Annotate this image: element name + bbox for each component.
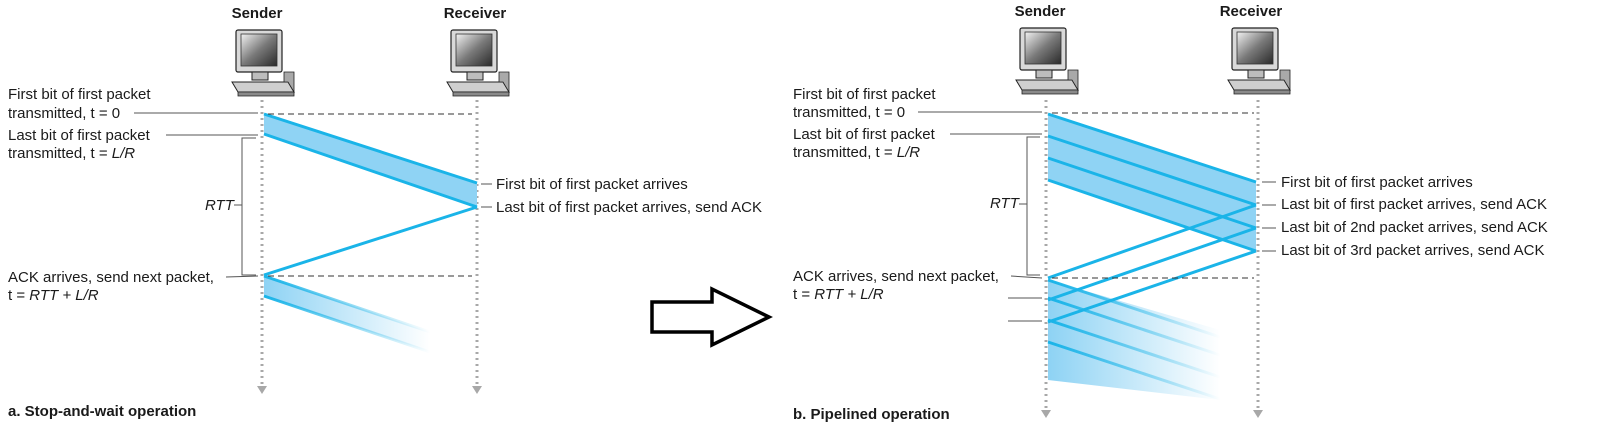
- packet-1-last-bit-line: [1047, 134, 1257, 207]
- ack-leader: [225, 275, 259, 278]
- last-bit-time-label: transmitted, t = L/R: [8, 145, 135, 162]
- first-bit-arrives-label: First bit of first packet arrives: [496, 176, 688, 193]
- ack-arrives-label: ACK arrives, send next packet,: [8, 269, 214, 286]
- next-packet-top-line: [263, 274, 431, 334]
- computer-icon: [1227, 27, 1291, 95]
- ack-2-line: [1047, 226, 1257, 302]
- first-bit-label: First bit of first packet: [8, 86, 151, 103]
- receiver-header: Receiver: [1220, 3, 1283, 20]
- first-bit-time-label: transmitted, t = 0: [793, 104, 905, 121]
- sender-timeline-arrowhead: [257, 386, 267, 394]
- rtt-label: RTT: [205, 197, 236, 214]
- sender-timeline-arrowhead: [1041, 410, 1051, 418]
- last-bit-arrives-label: Last bit of first packet arrives, send A…: [496, 199, 762, 216]
- packet-3-band: [1048, 158, 1256, 251]
- panel-a: Sender Receiver First bit of first packe…: [8, 5, 762, 420]
- next-packets-band: [1048, 280, 1220, 400]
- receiver-timeline-arrowhead: [472, 386, 482, 394]
- ack-time-label: t = RTT + L/R: [793, 286, 884, 303]
- caption-a: a. Stop-and-wait operation: [8, 403, 196, 420]
- first-bit-arrives-label: First bit of first packet arrives: [1281, 174, 1473, 191]
- ack-arrives-label: ACK arrives, send next packet,: [793, 268, 999, 285]
- right-arrow-icon: [650, 286, 773, 348]
- caption-b: b. Pipelined operation: [793, 406, 950, 423]
- packet-first-bit-line: [263, 112, 478, 185]
- receiver-timeline-arrowhead: [1253, 410, 1263, 418]
- packet-2-band: [1048, 136, 1256, 228]
- packet-1-first-bit-line: [1047, 112, 1257, 184]
- ack-line: [263, 205, 478, 277]
- rtt-label: RTT: [990, 195, 1021, 212]
- ack-time-label: t = RTT + L/R: [8, 287, 99, 304]
- last-bit-time-label: transmitted, t = L/R: [793, 144, 920, 161]
- panel-b: Sender Receiver First bit of first packe…: [793, 3, 1548, 423]
- next-packet-band: [264, 276, 430, 352]
- ack-1-line: [1047, 203, 1257, 280]
- rtt-bracket: [1026, 136, 1040, 276]
- sender-header: Sender: [1015, 3, 1066, 20]
- computer-icon: [1015, 27, 1079, 95]
- last-bit-3-arrives-label: Last bit of 3rd packet arrives, send ACK: [1281, 242, 1544, 259]
- packet-band: [264, 114, 477, 207]
- ack-leader: [1010, 275, 1043, 279]
- first-bit-label: First bit of first packet: [793, 86, 936, 103]
- computer-icon: [446, 29, 510, 97]
- sender-header: Sender: [232, 5, 283, 22]
- last-bit-2-arrives-label: Last bit of 2nd packet arrives, send ACK: [1281, 219, 1548, 236]
- packet-last-bit-line: [263, 132, 478, 209]
- first-bit-time-label: transmitted, t = 0: [8, 105, 120, 122]
- receiver-header: Receiver: [444, 5, 507, 22]
- computer-icon: [231, 29, 295, 97]
- packet-1-band: [1048, 114, 1256, 205]
- last-bit-label: Last bit of first packet: [8, 127, 151, 144]
- next-packet-bottom-line: [263, 294, 431, 354]
- last-bit-1-arrives-label: Last bit of first packet arrives, send A…: [1281, 196, 1547, 213]
- rtt-bracket: [241, 137, 256, 276]
- ack-3-line: [1047, 249, 1257, 324]
- last-bit-label: Last bit of first packet: [793, 126, 936, 143]
